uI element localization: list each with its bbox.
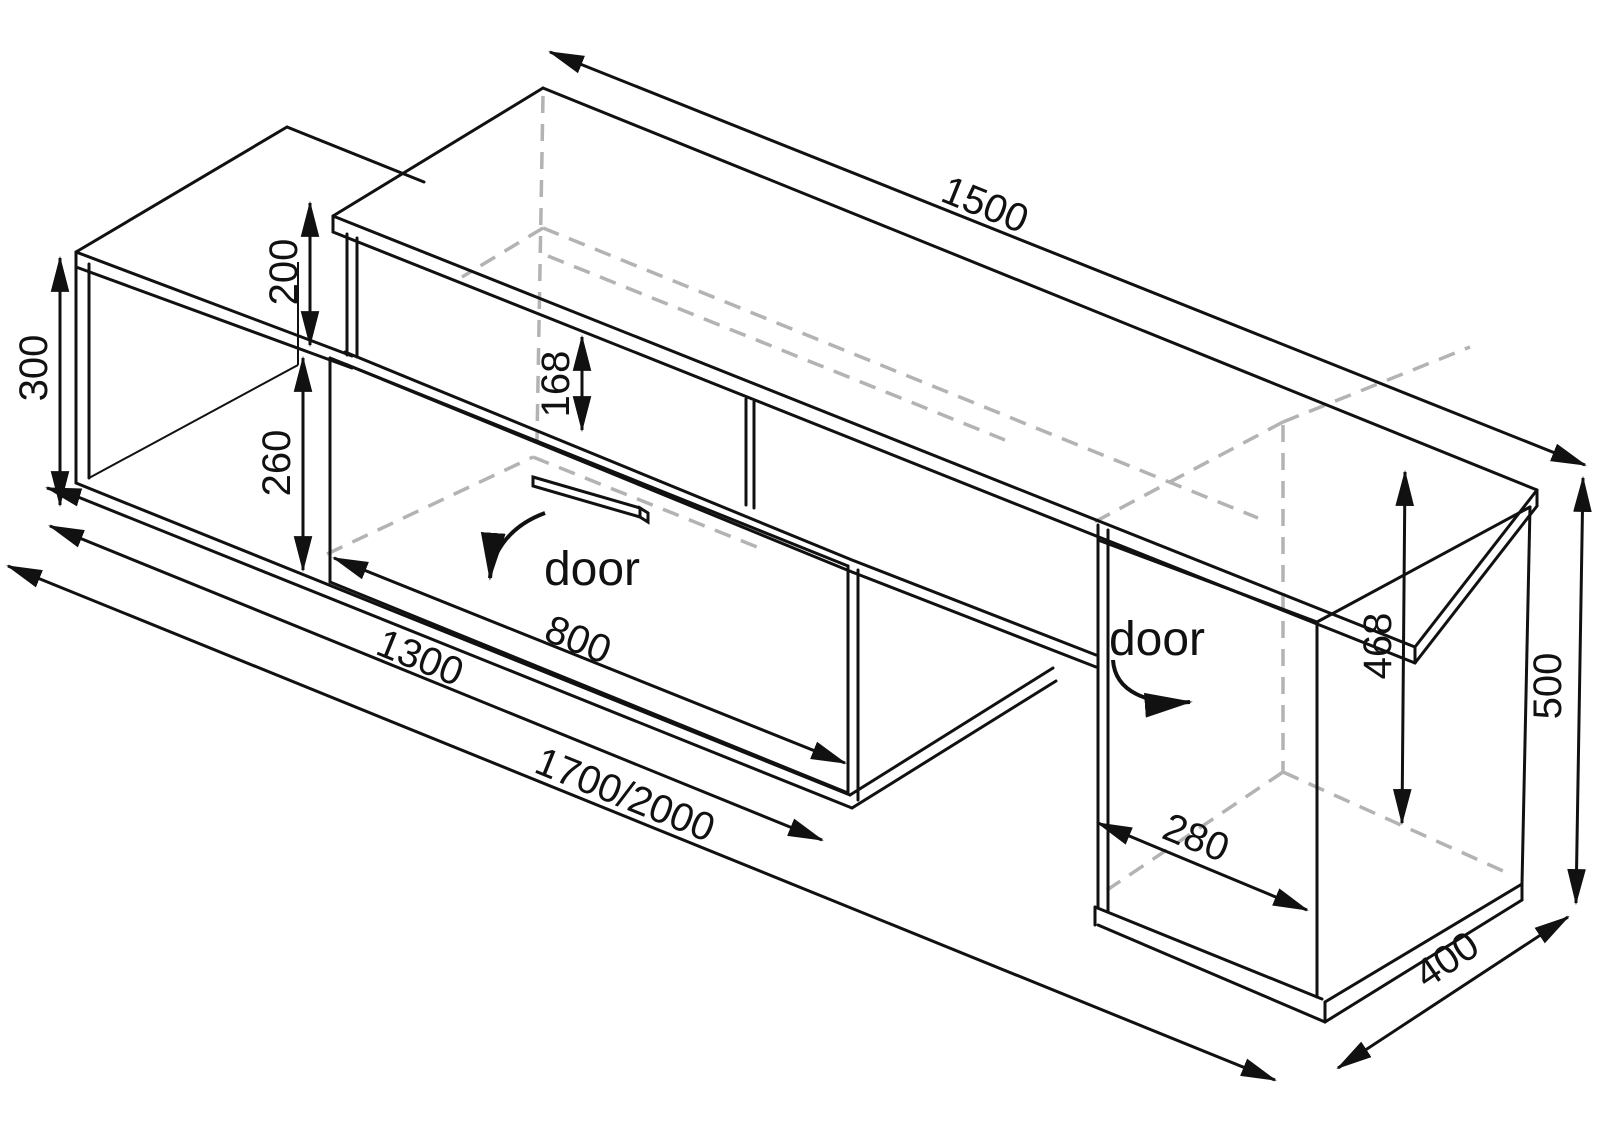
- dimension-upper-shelf-height: 200: [262, 200, 320, 348]
- corner-reference-arrow: [44, 486, 83, 507]
- top-panel-outline: [331, 86, 1539, 665]
- dimension-left-section-height: 300: [12, 255, 70, 508]
- dimension-shelf-inner-height: 168: [534, 334, 592, 433]
- cabinet-door-label: door: [1109, 613, 1205, 666]
- dim-label-cabinet-depth: 400: [1407, 923, 1487, 997]
- drawer-handle: [531, 475, 650, 525]
- dimension-flap-height: 260: [255, 355, 313, 573]
- dim-label-flap-width: 800: [539, 607, 617, 673]
- dimension-bench-length: 1300: [48, 524, 824, 842]
- dimension-cabinet-width: 280: [1096, 805, 1309, 912]
- dim-label-flap-height: 260: [255, 430, 299, 497]
- dim-label-cabinet-width: 280: [1157, 805, 1235, 871]
- dimension-cabinet-inner-height: 468: [1356, 469, 1415, 826]
- dimension-top-length: 1500: [548, 50, 1587, 467]
- dim-label-overall-length: 1700/2000: [529, 739, 721, 851]
- cabinet-door-annotation: door: [1109, 613, 1205, 718]
- left-cube-outline: [74, 125, 426, 485]
- dim-label-upper-shelf-height: 200: [262, 239, 306, 306]
- hidden-edges: [326, 95, 1513, 892]
- dimension-cabinet-height: 500: [1526, 475, 1592, 906]
- flap-door-label: door: [544, 543, 640, 596]
- dim-label-cabinet-inner-height: 468: [1356, 613, 1400, 680]
- dim-label-left-section-height: 300: [12, 335, 56, 402]
- flap-door-annotation: door: [480, 511, 640, 596]
- dim-label-top-length: 1500: [936, 168, 1035, 242]
- dim-label-cabinet-height: 500: [1526, 653, 1570, 720]
- bench-outline: [74, 232, 1098, 810]
- dimension-overall-length: 1700/2000: [6, 564, 1277, 1082]
- dim-label-shelf-inner-height: 168: [534, 351, 578, 418]
